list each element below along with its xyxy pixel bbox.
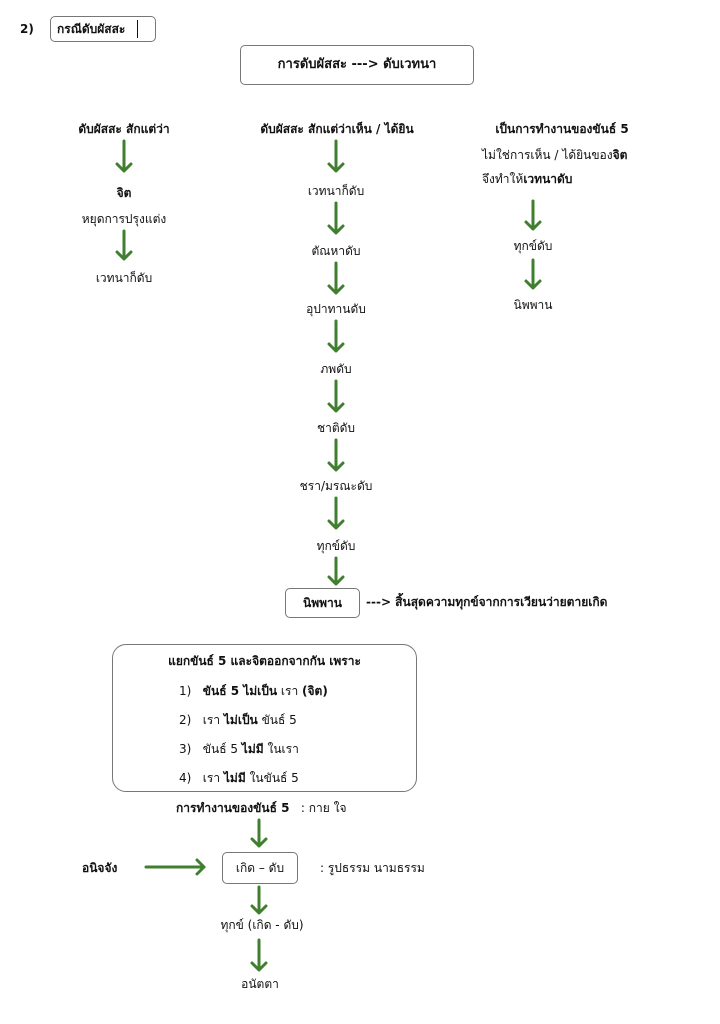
- reason-part: ไม่มี: [223, 771, 246, 785]
- arrow-down-icon: [327, 496, 345, 530]
- function-desc: : กาย ใจ: [300, 801, 347, 815]
- left-step-mind: จิต: [116, 186, 132, 200]
- section-title-box: กรณีดับผัสสะ: [50, 16, 156, 42]
- reason-item: 2) เรา ไม่เป็น ขันธ์ 5: [179, 712, 297, 728]
- arrow-down-icon: [250, 938, 268, 972]
- right-line2-text: ไม่ใช่การเห็น / ได้ยินของ: [482, 148, 613, 162]
- arrow-down-icon: [327, 438, 345, 472]
- arrow-down-icon: [524, 258, 542, 290]
- arrow-down-icon: [327, 201, 345, 235]
- arise-cease-label: เกิด – ดับ: [235, 861, 285, 875]
- reason-part: เรา: [202, 771, 224, 785]
- left-step-stop: หยุดการปรุงแต่ง: [81, 212, 167, 226]
- right-step-nirvana: นิพพาน: [513, 298, 553, 312]
- reason-item: 1) ขันธ์ 5 ไม่เป็น เรา (จิต): [179, 683, 328, 699]
- reason-number: 4): [179, 771, 192, 785]
- reason-part: ขันธ์ 5 ไม่เป็น: [202, 684, 278, 698]
- arrow-down-icon: [327, 319, 345, 353]
- section-title: กรณีดับผัสสะ: [57, 22, 126, 36]
- reason-part: ขันธ์ 5: [202, 742, 242, 756]
- reasons-title: แยกขันธ์ 5 และจิตออกจากกัน เพราะ: [168, 654, 361, 668]
- reason-part: (จิต): [302, 684, 328, 698]
- reason-part: เรา: [277, 684, 303, 698]
- anicca-label: อนิจจัง: [82, 861, 118, 875]
- right-step-dukkha: ทุกข์ดับ: [513, 239, 553, 253]
- reason-part: เรา: [202, 713, 224, 727]
- reason-part: ในขันธ์ 5: [245, 771, 299, 785]
- arrow-down-icon: [327, 261, 345, 295]
- left-header: ดับผัสสะ สักแต่ว่า: [78, 122, 170, 136]
- reason-part: ไม่มี: [241, 742, 264, 756]
- arrow-down-icon: [250, 818, 268, 848]
- right-header: เป็นการทำงานของขันธ์ 5: [495, 122, 629, 136]
- middle-step: เวทนาก็ดับ: [307, 184, 365, 198]
- arise-cease-box: เกิด – ดับ: [222, 852, 298, 884]
- right-line3: จึงทำให้เวทนาดับ: [482, 171, 572, 187]
- arrow-down-icon: [524, 199, 542, 231]
- reasons-box: แยกขันธ์ 5 และจิตออกจากกัน เพราะ 1) ขันธ…: [112, 644, 417, 792]
- middle-step: ชาติดับ: [316, 421, 356, 435]
- function-line: การทำงานของขันธ์ 5 : กาย ใจ: [176, 800, 347, 816]
- middle-step: ตัณหาดับ: [311, 244, 361, 258]
- right-line3-text: จึงทำให้: [482, 172, 524, 186]
- dukkha-label: ทุกข์ (เกิด - ดับ): [220, 918, 304, 932]
- arise-cease-note: : รูปธรรม นามธรรม: [320, 861, 425, 875]
- arrow-down-icon: [115, 229, 133, 261]
- nirvana-label: นิพพาน: [303, 596, 342, 610]
- anatta-label: อนัตตา: [241, 977, 279, 991]
- reason-part: ขันธ์ 5: [257, 713, 297, 727]
- reason-number: 3): [179, 742, 192, 756]
- section-number: 2): [20, 22, 34, 36]
- arrow-down-icon: [115, 139, 133, 173]
- left-step-vedana: เวทนาก็ดับ: [95, 271, 153, 285]
- reason-part: ไม่เป็น: [223, 713, 258, 727]
- arrow-down-icon: [250, 885, 268, 915]
- right-line2-bold: จิต: [612, 148, 628, 162]
- right-line3-bold: เวทนาดับ: [523, 172, 573, 186]
- reason-item: 4) เรา ไม่มี ในขันธ์ 5: [179, 770, 299, 786]
- middle-step: ภพดับ: [320, 362, 352, 376]
- main-title-box: การดับผัสสะ ---> ดับเวทนา: [240, 45, 474, 85]
- middle-step: อุปาทานดับ: [306, 302, 366, 316]
- reason-number: 2): [179, 713, 192, 727]
- nirvana-note: ---> สิ้นสุดความทุกข์จากการเวียนว่ายตายเ…: [366, 595, 608, 609]
- right-line2: ไม่ใช่การเห็น / ได้ยินของจิต: [482, 147, 627, 163]
- reason-part: ในเรา: [263, 742, 299, 756]
- arrow-down-icon: [327, 139, 345, 173]
- middle-step: ชรา/มรณะดับ: [299, 479, 373, 493]
- arrow-down-icon: [327, 556, 345, 586]
- reason-item: 3) ขันธ์ 5 ไม่มี ในเรา: [179, 741, 299, 757]
- middle-header: ดับผัสสะ สักแต่ว่าเห็น / ได้ยิน: [260, 122, 414, 136]
- arrow-right-icon: [144, 858, 206, 876]
- text-cursor: [137, 20, 138, 38]
- reason-number: 1): [179, 684, 192, 698]
- arrow-down-icon: [327, 379, 345, 413]
- nirvana-box: นิพพาน: [285, 588, 360, 618]
- middle-step: ทุกข์ดับ: [316, 539, 356, 553]
- function-label: การทำงานของขันธ์ 5: [176, 801, 290, 815]
- main-title: การดับผัสสะ ---> ดับเวทนา: [277, 57, 437, 72]
